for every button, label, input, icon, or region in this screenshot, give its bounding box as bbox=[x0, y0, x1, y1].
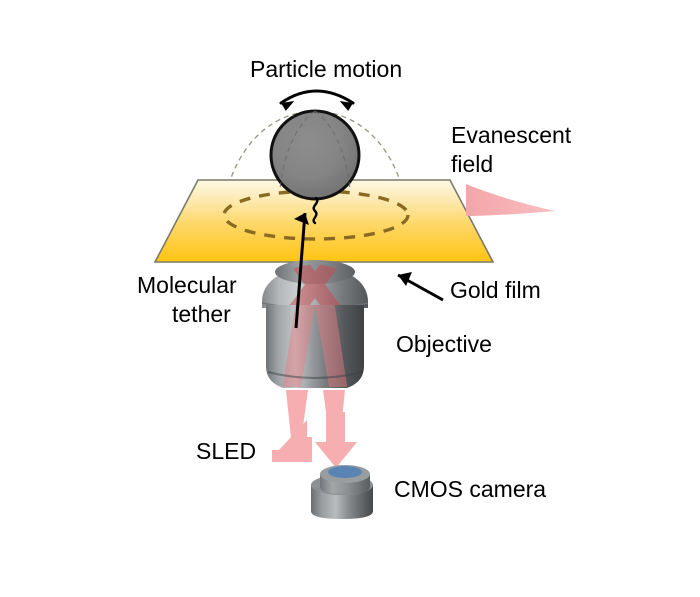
motion-footprint-ellipse bbox=[222, 189, 410, 241]
gold-film-surface bbox=[153, 179, 495, 263]
label-evanescent-field-line2: field bbox=[451, 151, 493, 177]
detection-down-arrow bbox=[315, 412, 357, 468]
label-objective: Objective bbox=[396, 331, 492, 357]
objective bbox=[261, 260, 369, 388]
molecular-tether-squiggle bbox=[312, 196, 319, 225]
sled-exit-beam bbox=[286, 390, 308, 448]
objective-barrel bbox=[266, 305, 364, 388]
evanescent-field-wedge bbox=[466, 184, 556, 216]
objective-dome-beams bbox=[286, 264, 344, 306]
label-cmos-camera: CMOS camera bbox=[394, 476, 546, 502]
cmos-camera bbox=[311, 465, 373, 519]
particle-motion-arrow bbox=[279, 89, 355, 111]
label-particle-motion: Particle motion bbox=[250, 56, 402, 82]
label-sled: SLED bbox=[196, 438, 256, 464]
particle-sphere bbox=[269, 109, 361, 201]
camera-sensor bbox=[328, 466, 362, 478]
objective-barrel-beams bbox=[282, 305, 348, 387]
gold-film-leader bbox=[397, 272, 444, 302]
label-evanescent-field-line1: Evanescent bbox=[451, 122, 572, 148]
scattering-particle bbox=[269, 109, 361, 201]
sled-input-arrow bbox=[272, 420, 312, 462]
label-molecular-tether-line1: Molecular bbox=[137, 272, 237, 298]
label-molecular-tether-line2: tether bbox=[172, 301, 231, 327]
molecular-tether-leader bbox=[294, 212, 309, 329]
label-gold-film: Gold film bbox=[450, 277, 541, 303]
gold-film bbox=[153, 179, 495, 263]
